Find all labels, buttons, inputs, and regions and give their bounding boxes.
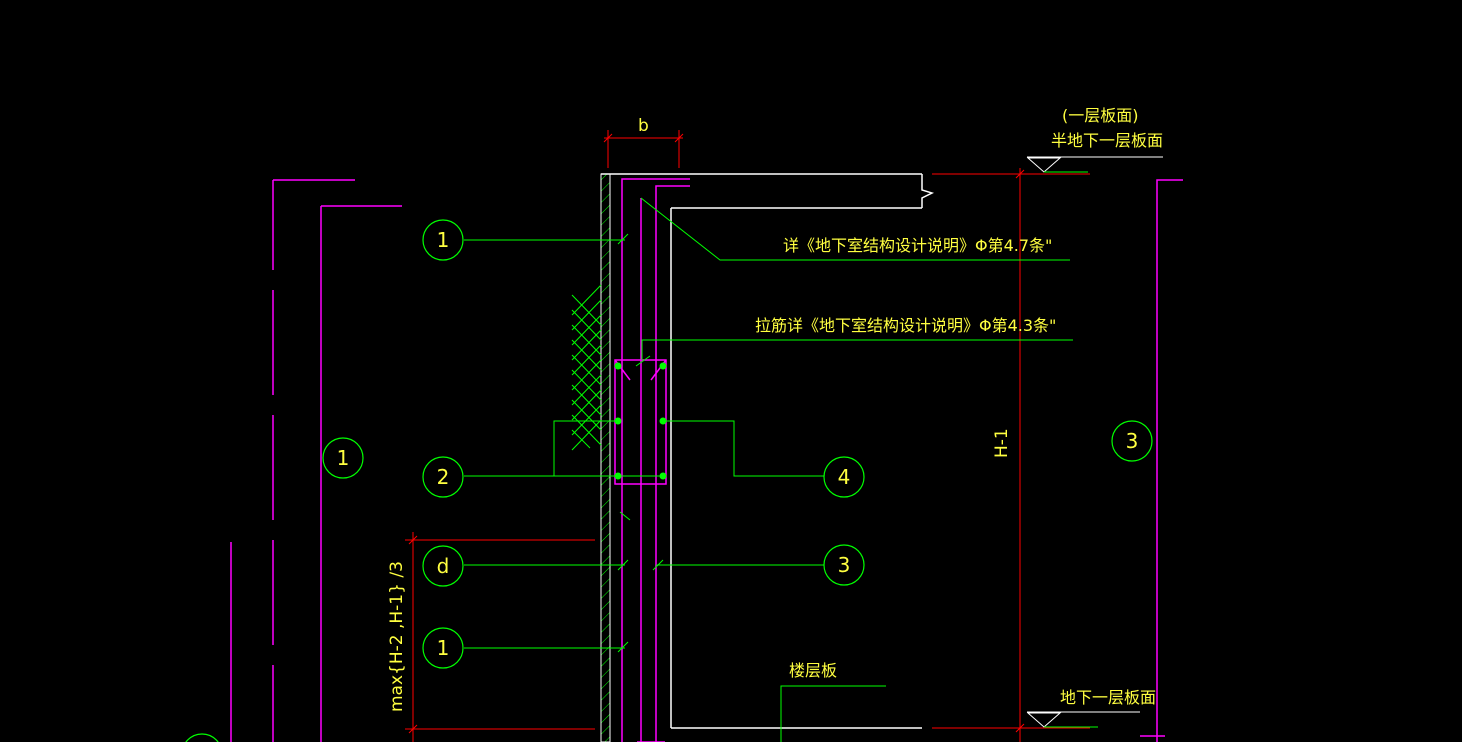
marker-top-left[interactable]: 1 — [422, 219, 464, 261]
wall-outline — [601, 173, 935, 729]
marker-mid-right[interactable]: 4 — [823, 456, 865, 498]
marker-mid-right-label: 4 — [838, 465, 851, 489]
floor-slab-callout: 楼层板 — [780, 661, 886, 742]
left-boundary-lines — [230, 179, 402, 742]
marker-partial-bottom — [185, 733, 219, 742]
marker-lower-left-d[interactable]: d — [422, 545, 464, 587]
marker-left-wall-label: 1 — [337, 446, 350, 470]
level-top-label: 半地下一层板面 — [1051, 131, 1163, 150]
rebar-ticks — [617, 233, 664, 653]
level-top-note: (一层板面) — [1062, 106, 1139, 125]
right-boundary-lines — [1140, 179, 1183, 742]
marker-leaders — [464, 239, 824, 649]
marker-top-left-label: 1 — [437, 228, 450, 252]
dimension-b: b — [603, 116, 684, 168]
dimension-h1: H-1 — [932, 168, 1090, 742]
note-1-text: 详《地下室结构设计说明》Φ第4.7条" — [783, 236, 1052, 255]
dimension-b-label: b — [638, 116, 649, 136]
level-marker-top: (一层板面) 半地下一层板面 — [1026, 106, 1163, 173]
marker-mid-left[interactable]: 2 — [422, 456, 464, 498]
marker-lower-left-d-label: d — [437, 554, 450, 578]
dimension-lower: max{H-2 ,H-1} /3 — [387, 532, 595, 742]
soil-hatch — [571, 284, 602, 451]
marker-left-wall[interactable]: 1 — [322, 437, 364, 479]
level-marker-bottom: 地下一层板面 — [1026, 688, 1156, 728]
dimension-lower-label: max{H-2 ,H-1} /3 — [387, 561, 407, 712]
marker-lower-right-label: 3 — [838, 553, 851, 577]
marker-far-right-label: 3 — [1126, 429, 1139, 453]
dimension-h1-label: H-1 — [992, 428, 1012, 458]
note-2-text: 拉筋详《地下室结构设计说明》Φ第4.3条" — [755, 316, 1056, 335]
marker-lower-right[interactable]: 3 — [823, 544, 865, 586]
note-1-callout: 详《地下室结构设计说明》Φ第4.7条" — [640, 197, 1070, 261]
floor-slab-label: 楼层板 — [789, 661, 837, 680]
marker-bottom-left[interactable]: 1 — [422, 627, 464, 669]
level-bottom-label: 地下一层板面 — [1060, 688, 1156, 707]
marker-bottom-left-label: 1 — [437, 636, 450, 660]
marker-mid-left-label: 2 — [437, 465, 450, 489]
marker-far-right[interactable]: 3 — [1111, 420, 1153, 462]
rebar-lines — [614, 178, 690, 742]
wall-waterproof-layer — [600, 173, 611, 742]
note-2-callout: 拉筋详《地下室结构设计说明》Φ第4.3条" — [641, 316, 1073, 360]
